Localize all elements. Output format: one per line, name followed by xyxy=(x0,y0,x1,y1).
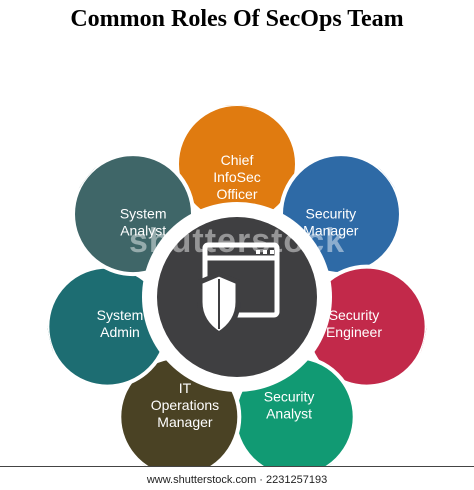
footer-bar xyxy=(0,466,474,490)
footer-text: www.shutterstock.com · 2231257193 xyxy=(146,474,328,486)
page-title: Common Roles Of SecOps Team xyxy=(70,6,404,32)
browser-window-shield-icon xyxy=(197,242,280,337)
